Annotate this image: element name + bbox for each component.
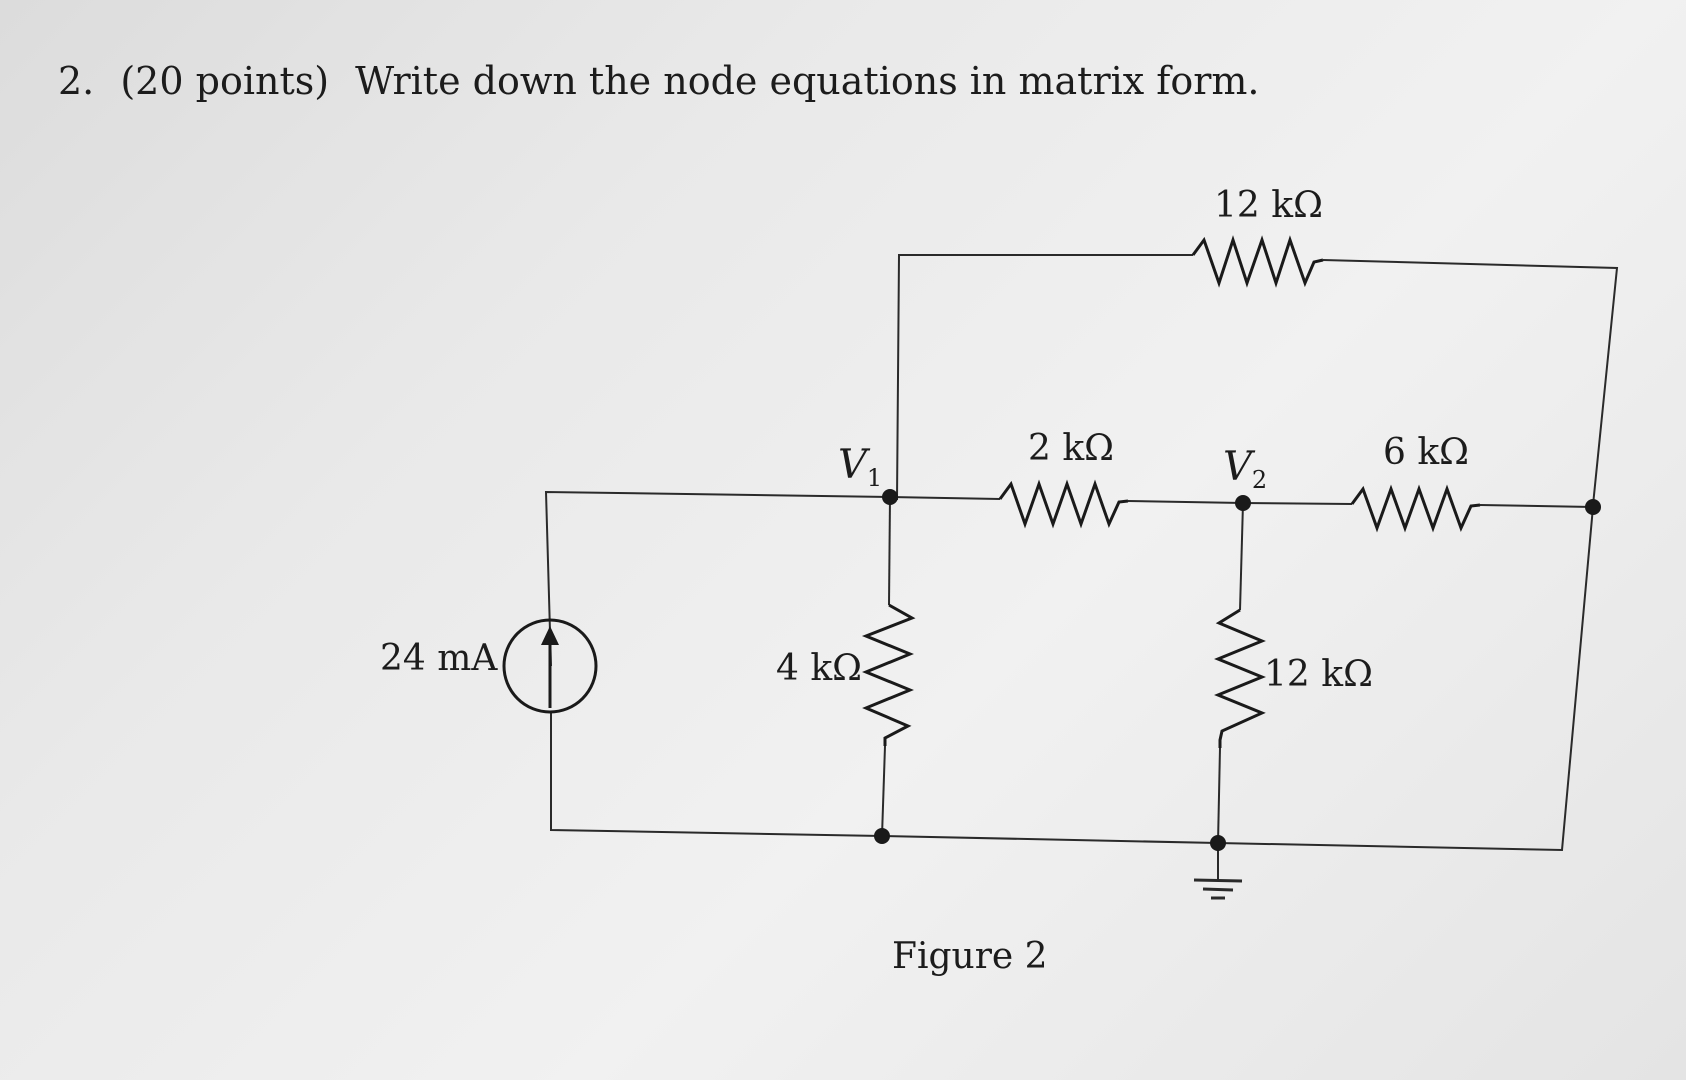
arrow-up-icon (541, 626, 559, 645)
current-source-circle (502, 618, 598, 714)
question-header: 2. (20 points) Write down the node equat… (58, 59, 1260, 103)
node-v2-subscript: 2 (1252, 466, 1267, 494)
node-dot-v1 (882, 489, 898, 505)
wire-source-to-v1 (544, 490, 891, 667)
ground-icon (1193, 843, 1243, 900)
question-prompt: Write down the node equations in matrix … (355, 59, 1259, 103)
label-resistor-v2-ground-12k: 12 kΩ (1264, 654, 1373, 695)
resistor-top-12k (1191, 235, 1324, 288)
wire-v2-to-12k (1239, 502, 1244, 611)
circuit-wires (544, 254, 1619, 852)
label-resistor-4k: 4 kΩ (776, 648, 862, 689)
label-resistor-6k: 6 kΩ (1383, 432, 1469, 473)
wire-6k-to-right (1479, 504, 1594, 508)
wire-v2-to-6k (1242, 502, 1353, 505)
node-dot-bottom-left (874, 828, 890, 844)
node-v1-symbol: V (838, 442, 871, 488)
resistor-4k (861, 603, 916, 746)
wire-bottom-rail-mid (881, 835, 1219, 844)
node-v1-subscript: 1 (867, 464, 882, 492)
wire-12k-to-ground (1217, 747, 1221, 844)
resistor-2k (998, 479, 1129, 529)
current-source (502, 618, 598, 714)
wire-top-right (1322, 259, 1619, 506)
label-resistor-top-12k: 12 kΩ (1214, 185, 1323, 226)
wire-v1-to-4k (888, 496, 891, 606)
wire-bottom-rail-right (1217, 506, 1594, 852)
figure-caption: Figure 2 (892, 936, 1048, 977)
node-dot-right (1585, 499, 1601, 515)
wire-top-left (896, 254, 1193, 501)
question-points: (20 points) (120, 59, 329, 103)
wire-source-to-bottom (550, 712, 883, 837)
label-current-source: 24 mA (380, 638, 498, 679)
label-resistor-2k: 2 kΩ (1028, 428, 1114, 469)
resistor-v2-ground-12k (1214, 608, 1266, 748)
question-number: 2. (58, 59, 94, 103)
label-node-v2: V2 (1223, 444, 1267, 494)
wire-2k-to-v2 (1127, 500, 1244, 504)
label-node-v1: V1 (838, 442, 882, 492)
node-dot-ground (1210, 835, 1226, 851)
node-dot-v2 (1235, 495, 1251, 511)
resistor-6k (1350, 484, 1481, 533)
wire-v1-to-2k (889, 496, 1001, 500)
node-v2-symbol: V (1223, 444, 1256, 490)
wire-4k-to-bottom (881, 745, 886, 837)
